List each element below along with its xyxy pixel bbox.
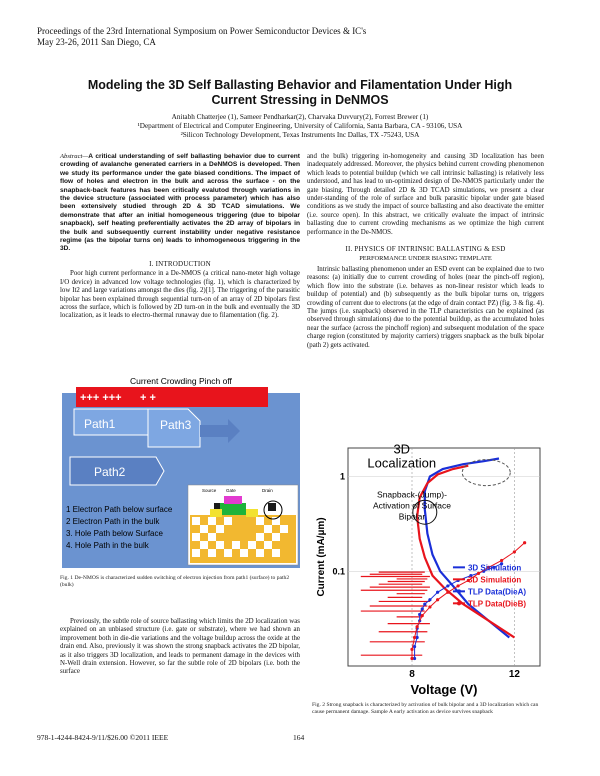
fig1-legend-item-2: 2 Electron Path in the bulk (66, 517, 160, 526)
author-names: Anitabh Chatterjee (1), Sameer Pendharka… (171, 113, 429, 121)
intro-continued: Previously, the subtle role of source ba… (60, 618, 300, 677)
data-point (512, 550, 516, 554)
snapback-circle (412, 499, 438, 525)
path2-label: Path2 (94, 465, 126, 479)
inset-drain-label: Drain (262, 488, 273, 493)
data-point (446, 590, 450, 594)
data-point (412, 635, 417, 640)
data-point (476, 571, 481, 575)
legend-entry: 3D Simulation (468, 575, 521, 584)
data-point (523, 541, 527, 545)
right-paragraph-1: and the bulk) triggering in-homogeneity … (307, 153, 544, 236)
fig1-legend-item-4: 4. Hole Path in the bulk (66, 541, 150, 550)
y-tick-label: 1 (340, 472, 345, 482)
legend-marker (456, 601, 461, 606)
data-point (487, 565, 491, 569)
data-point (420, 607, 424, 611)
data-point (500, 558, 504, 563)
data-point (428, 598, 432, 602)
y-tick-label: 0.1 (332, 566, 345, 576)
data-point (436, 590, 440, 594)
plot-frame (347, 447, 541, 667)
fig1-legend-item-1: 1 Electron Path below surface (66, 505, 173, 514)
path3-label: Path3 (160, 418, 192, 432)
data-point (410, 647, 414, 651)
inset-device: Source Gate Drain (190, 488, 296, 563)
data-point (415, 635, 419, 640)
title-line1: Modeling the 3D Self Ballasting Behavior… (87, 78, 513, 92)
data-point (436, 598, 440, 602)
intro-paragraph-2: Previously, the subtle role of source ba… (60, 618, 300, 676)
intro-heading: I. INTRODUCTION (149, 259, 211, 268)
abstract-text: A critical understanding of self ballast… (60, 153, 300, 253)
inset-source-label: Source (202, 488, 217, 493)
proceedings-header: Proceedings of the 23rd International Sy… (37, 26, 366, 48)
legend-entry: TLP Data(DieA) (468, 587, 526, 596)
device-cross-section-diagram: +++ +++ + + Current Crowding Pinch off Pa… (60, 375, 302, 601)
affiliation-1: ¹Department of Electrical and Computer E… (137, 122, 463, 130)
section-2-heading: II. PHYSICS OF INTRINSIC BALLASTING & ES… (345, 245, 506, 254)
legend-marker (456, 589, 461, 594)
localization-ellipse (461, 459, 511, 487)
fig1-legend-item-3: 3. Hole Path below Surface (66, 529, 163, 538)
inset-gate-label: Gate (226, 488, 236, 493)
data-point (456, 584, 460, 588)
x-tick-label: 12 (509, 669, 521, 680)
path1-label: Path1 (84, 417, 116, 431)
data-point (410, 656, 414, 661)
data-point (423, 602, 427, 606)
section-2-paragraph-1: Intrinsic ballasting phenomenon under an… (307, 265, 544, 349)
figure-1: +++ +++ + + Current Crowding Pinch off Pa… (60, 375, 302, 601)
fig1-top-label: Current Crowding Pinch off (130, 376, 233, 386)
data-point (500, 562, 504, 566)
abstract: Abstract—A critical understanding of sel… (60, 153, 300, 254)
author-block: Anitabh Chatterjee (1), Sameer Pendharka… (40, 113, 560, 140)
data-point (415, 625, 419, 629)
fig1-caption: Fig. 1 De-NMOS is characterized sudden s… (60, 575, 290, 588)
x-axis-label: Voltage (V) (411, 682, 478, 697)
abstract-label: Abstract— (60, 153, 89, 160)
svg-text:+++ +++: +++ +++ (80, 392, 122, 404)
footer-isbn: 978-1-4244-8424-9/11/$26.00 ©2011 IEEE (37, 733, 169, 742)
paper-title: Modeling the 3D Self Ballasting Behavior… (40, 78, 560, 108)
left-column: Abstract—A critical understanding of sel… (60, 153, 300, 321)
header-line1: Proceedings of the 23rd International Sy… (37, 26, 367, 36)
y-axis-label: Current (mA/µm) (316, 517, 327, 596)
title-line2: Current Stressing in DeNMOS (211, 93, 389, 107)
data-point (418, 612, 422, 617)
data-point (428, 605, 432, 609)
data-point (492, 565, 496, 569)
page-number: 164 (293, 733, 305, 742)
fig2-caption: Fig. 2 Strong snapback is characterized … (312, 702, 539, 715)
data-point (420, 614, 424, 618)
right-column: and the bulk) triggering in-homogeneity … (307, 153, 544, 350)
header-line2: May 23-26, 2011 San Diego, CA (37, 37, 156, 47)
series-line (423, 457, 510, 639)
pinch-off-strip (76, 387, 196, 407)
legend-entry: TLP Data(DieB) (468, 599, 526, 608)
data-point (412, 645, 417, 649)
section-2-subheading: PERFORMANCE UNDER BIASING TEMPLATE (359, 255, 492, 263)
x-tick-label: 8 (409, 669, 415, 680)
data-point (466, 578, 470, 583)
affiliation-2: ²Silicon Technology Development, Texas I… (180, 131, 420, 139)
legend-entry: 3D Simulation (468, 563, 521, 572)
svg-text:+ +: + + (140, 392, 156, 404)
data-point (412, 656, 417, 661)
intro-paragraph-1: Poor high current performance in a De-NM… (60, 270, 300, 320)
data-point (469, 573, 473, 578)
data-point (446, 584, 450, 588)
